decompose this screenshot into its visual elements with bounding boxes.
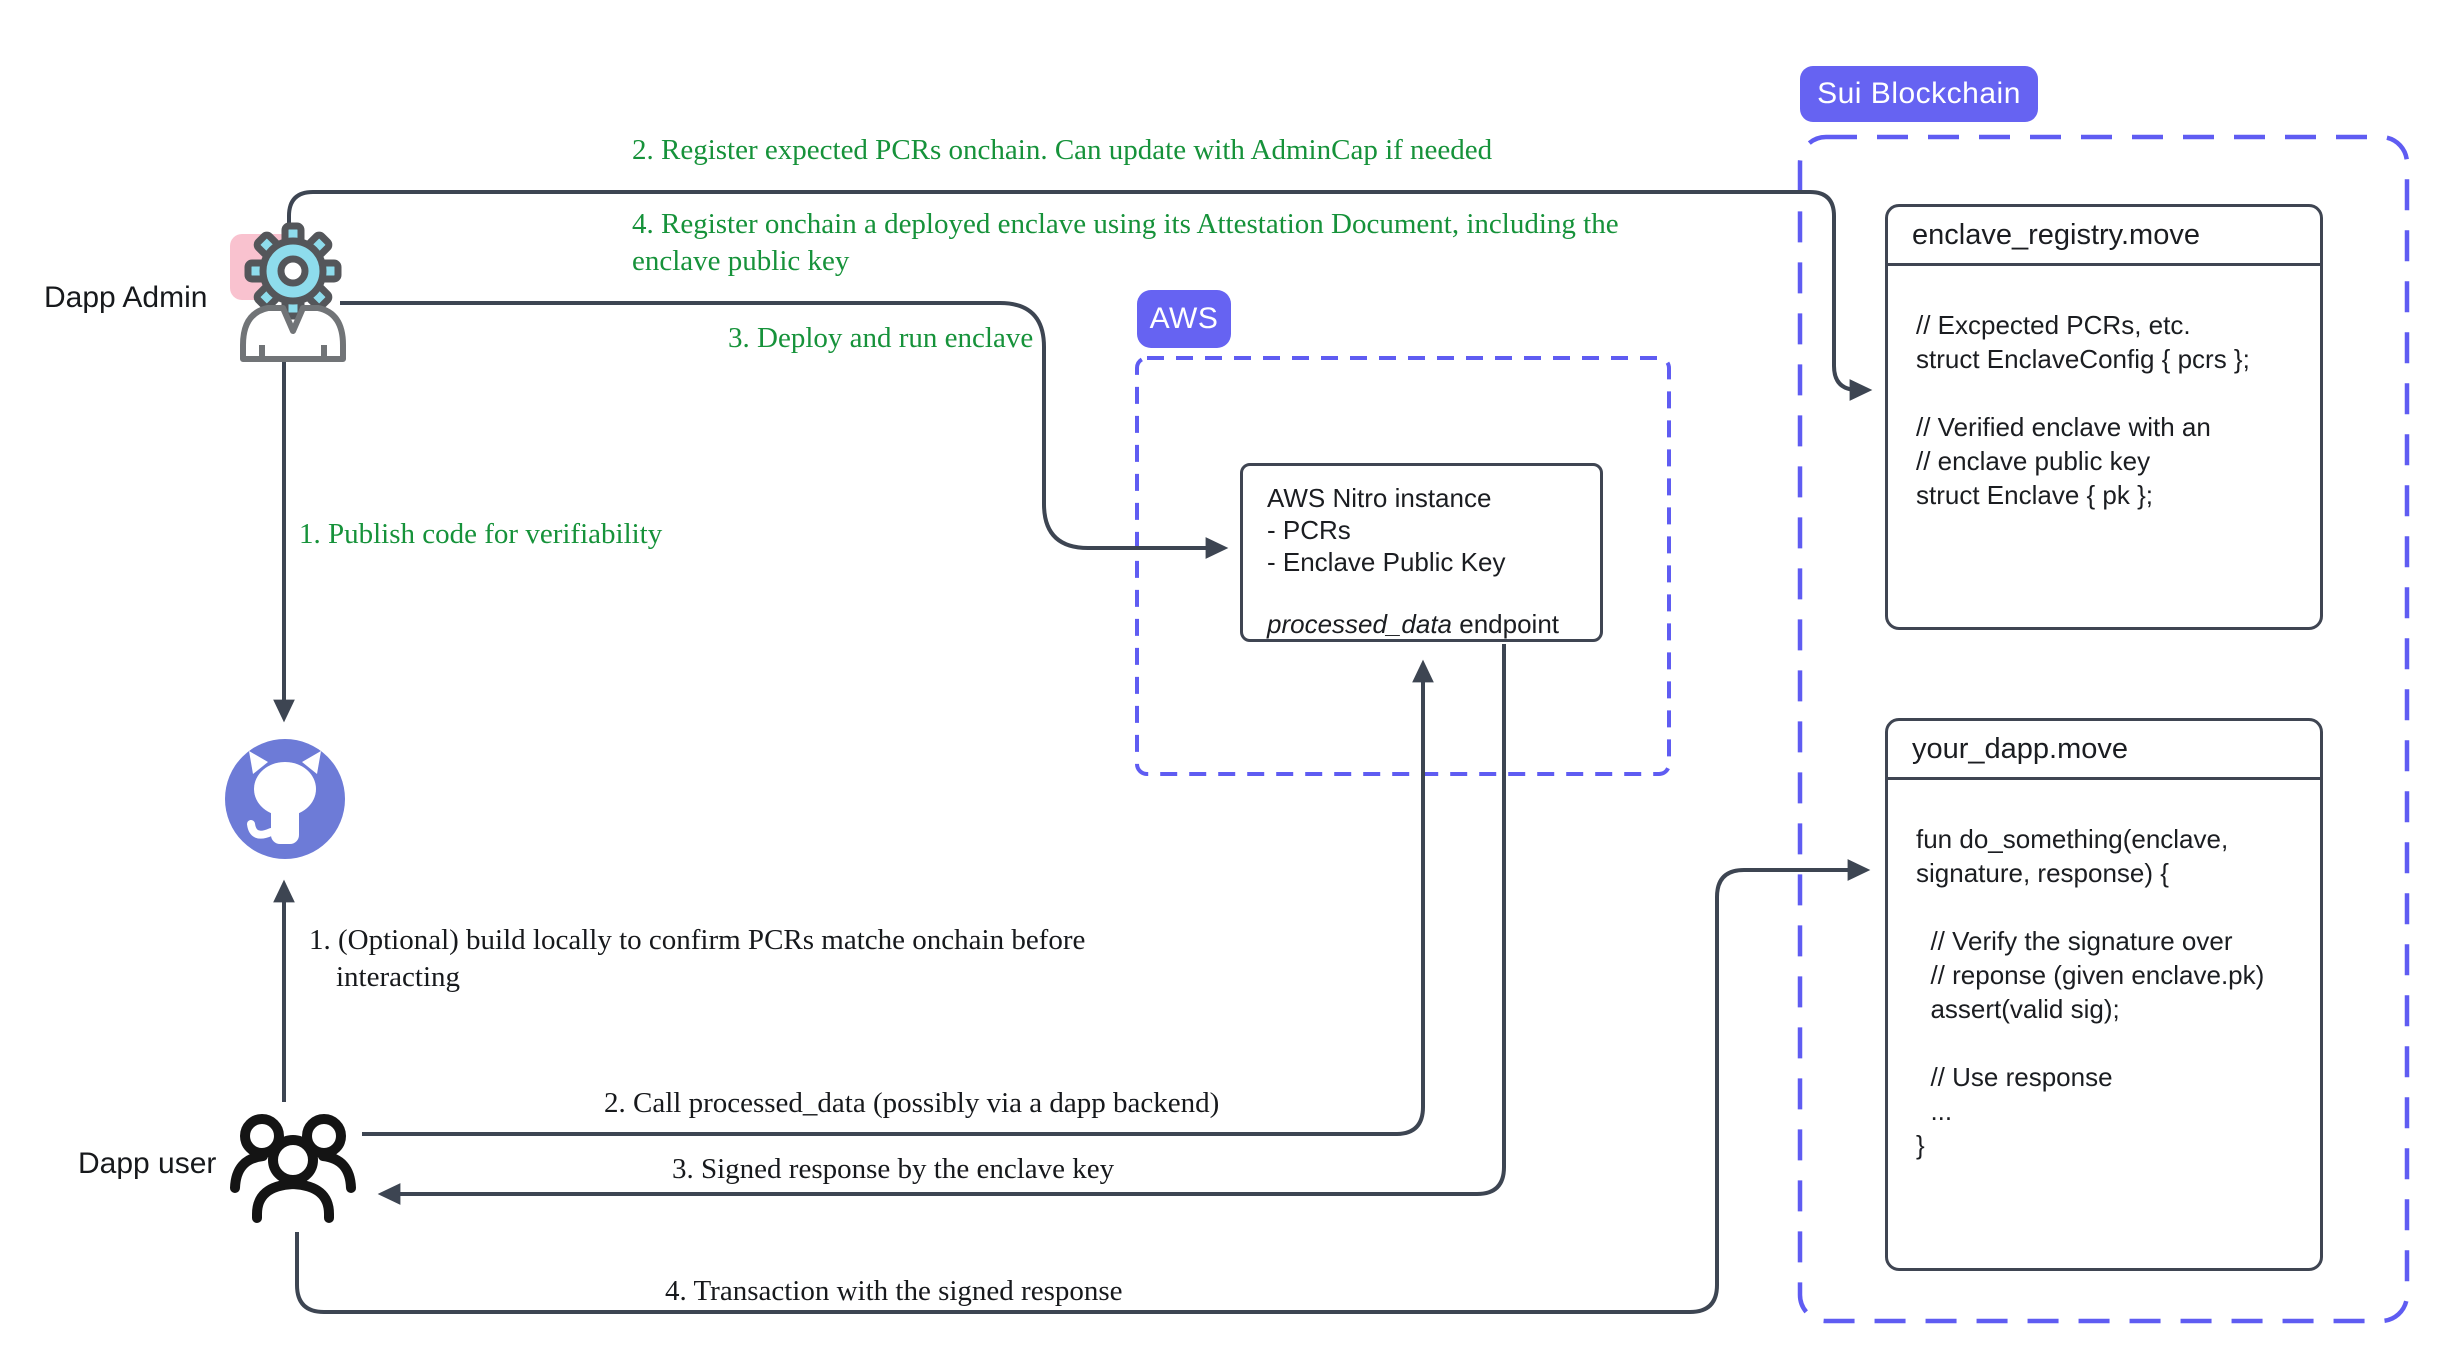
aws-nitro-instance-box: AWS Nitro instance - PCRs - Enclave Publ… (1240, 463, 1603, 642)
sui-dashed-region (1797, 134, 2410, 1324)
step-signed-response-label: 3. Signed response by the enclave key (672, 1153, 1115, 1185)
your-dapp-title: your_dapp.move (1888, 721, 2320, 780)
users-group-icon (230, 1114, 356, 1223)
dapp-code-line: ... (1916, 1096, 1953, 1126)
dapp-code-line (1916, 890, 2320, 924)
dapp-code-line: } (1916, 1130, 1925, 1160)
enclave-registry-title: enclave_registry.move (1888, 207, 2320, 266)
dapp-code-line: // Verify the signature over (1916, 926, 2233, 956)
dapp-code-line: // reponse (given enclave.pk) (1916, 960, 2265, 990)
step-build-local-line1: 1. (Optional) build locally to confirm P… (309, 924, 1086, 956)
nitro-title: AWS Nitro instance (1267, 483, 1492, 513)
dapp-admin-label: Dapp Admin (44, 281, 208, 314)
dapp-code-line: fun do_something(enclave, (1916, 824, 2229, 854)
step-build-local-label: 1. (Optional) build locally to confirm P… (309, 922, 1085, 996)
aws-badge: AWS (1137, 290, 1231, 348)
enclave-registry-box: enclave_registry.move // Excpected PCRs,… (1885, 204, 2323, 630)
step-build-local-line2: interacting (336, 961, 461, 993)
dapp-code-line: signature, response) { (1916, 858, 2169, 888)
nitro-enclave-public-key: - Enclave Public Key (1267, 547, 1506, 577)
registry-code-line: // Verified enclave with an (1916, 412, 2211, 442)
dapp-code-line: // Use response (1916, 1062, 2113, 1092)
step-register-pcrs-label: 2. Register expected PCRs onchain. Can u… (632, 134, 1493, 166)
your-dapp-box: your_dapp.move fun do_something(enclave,… (1885, 718, 2323, 1271)
gear-icon (244, 222, 342, 320)
your-dapp-code: fun do_something(enclave, signature, res… (1888, 780, 2320, 1162)
arrow-aws-to-user (377, 644, 1506, 1205)
enclave-registry-code: // Excpected PCRs, etc. struct EnclaveCo… (1888, 266, 2320, 512)
dapp-code-line (1916, 1026, 2320, 1060)
step-register-enclave-line1: 4. Register onchain a deployed enclave u… (632, 208, 1619, 240)
arrow-admin-to-aws (340, 301, 1229, 559)
step-transaction-label: 4. Transaction with the signed response (665, 1275, 1123, 1307)
registry-code-line: // enclave public key (1916, 446, 2151, 476)
github-octocat-icon (225, 739, 345, 859)
nitro-pcrs: - PCRs (1267, 515, 1351, 545)
registry-code-line: struct Enclave { pk }; (1916, 480, 2154, 510)
step-register-enclave-line2: enclave public key (632, 245, 850, 277)
arrow-user-to-endpoint (362, 659, 1434, 1136)
step-deploy-label: 3. Deploy and run enclave (728, 322, 1034, 354)
sui-blockchain-badge: Sui Blockchain (1800, 66, 2038, 122)
step-publish-label: 1. Publish code for verifiability (299, 518, 663, 550)
registry-code-line (1916, 376, 2320, 410)
registry-code-line: struct EnclaveConfig { pcrs }; (1916, 344, 2250, 374)
dapp-admin-icon (230, 222, 346, 362)
endpoint-name: processed_data (1267, 609, 1453, 639)
endpoint-suffix: endpoint (1452, 609, 1560, 639)
step-call-endpoint-label: 2. Call processed_data (possibly via a d… (604, 1087, 1220, 1119)
registry-code-line: // Excpected PCRs, etc. (1916, 310, 2191, 340)
aws-dashed-region (1135, 356, 1671, 776)
arrow-admin-to-registry (287, 190, 1873, 401)
arrow-user-to-dapp (295, 859, 1871, 1314)
dapp-user-label: Dapp user (78, 1147, 217, 1180)
nitro-endpoint-row: processed_data endpoint (1267, 608, 1600, 640)
dapp-code-line: assert(valid sig); (1916, 994, 2120, 1024)
step-register-enclave-label: 4. Register onchain a deployed enclave u… (632, 206, 1619, 280)
admin-person-icon (240, 305, 346, 362)
